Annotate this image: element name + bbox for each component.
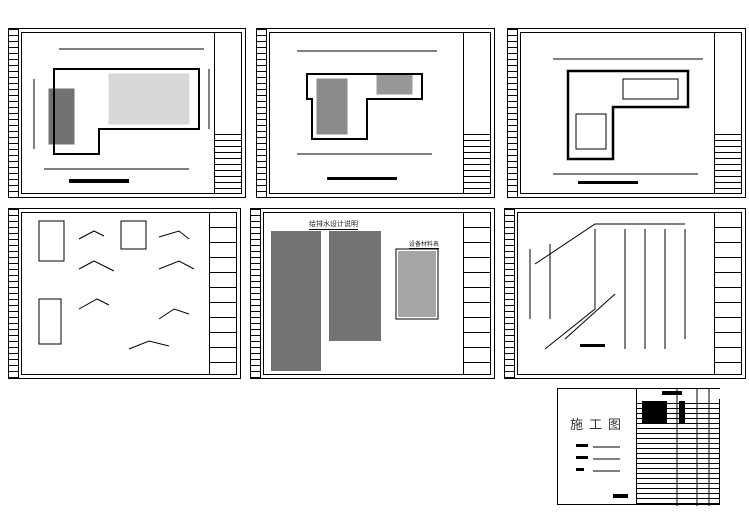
title-block bbox=[714, 213, 741, 374]
drawing-frame bbox=[21, 32, 242, 194]
drawing-sheet-system-diagram[interactable] bbox=[504, 208, 746, 379]
drawing-frame bbox=[520, 32, 742, 194]
roof-plan-drawing bbox=[553, 58, 703, 184]
drawing-frame bbox=[21, 212, 237, 375]
title-block bbox=[714, 33, 741, 193]
title-block bbox=[463, 33, 490, 193]
drawing-frame bbox=[263, 212, 491, 375]
design-notes-title: 给排水设计说明 bbox=[309, 220, 358, 230]
drawing-sheet-roof-plan[interactable] bbox=[507, 28, 746, 198]
drawing-sheet-details[interactable] bbox=[8, 208, 241, 379]
title-block bbox=[214, 33, 241, 193]
title-block bbox=[463, 213, 490, 374]
binding-strip bbox=[508, 29, 518, 197]
binding-strip bbox=[505, 209, 515, 378]
binding-strip bbox=[9, 29, 19, 197]
drawing-list-table[interactable] bbox=[636, 388, 721, 506]
binding-strip bbox=[257, 29, 267, 197]
drawing-list-columns bbox=[637, 389, 721, 506]
binding-strip bbox=[9, 209, 19, 378]
notes-text-blocks bbox=[271, 231, 439, 371]
cover-signature-lines bbox=[576, 444, 628, 498]
floor-plan-drawing bbox=[33, 48, 210, 183]
drawing-frame bbox=[269, 32, 491, 194]
drawing-sheet-floor-plan-1[interactable] bbox=[8, 28, 246, 198]
floor-plan-drawing bbox=[297, 50, 437, 180]
cover-title: 施工图 bbox=[570, 418, 628, 433]
drawing-sheet-design-notes[interactable]: 给排水设计说明 设备材料表 bbox=[250, 208, 495, 379]
title-block bbox=[209, 213, 236, 374]
detail-drawings bbox=[38, 220, 195, 350]
drawing-sheet-floor-plan-2[interactable] bbox=[256, 28, 495, 198]
riser-diagram bbox=[529, 223, 686, 350]
binding-strip bbox=[251, 209, 261, 378]
cover-sheet[interactable]: 施工图 bbox=[557, 388, 637, 505]
drawing-frame bbox=[517, 212, 742, 375]
